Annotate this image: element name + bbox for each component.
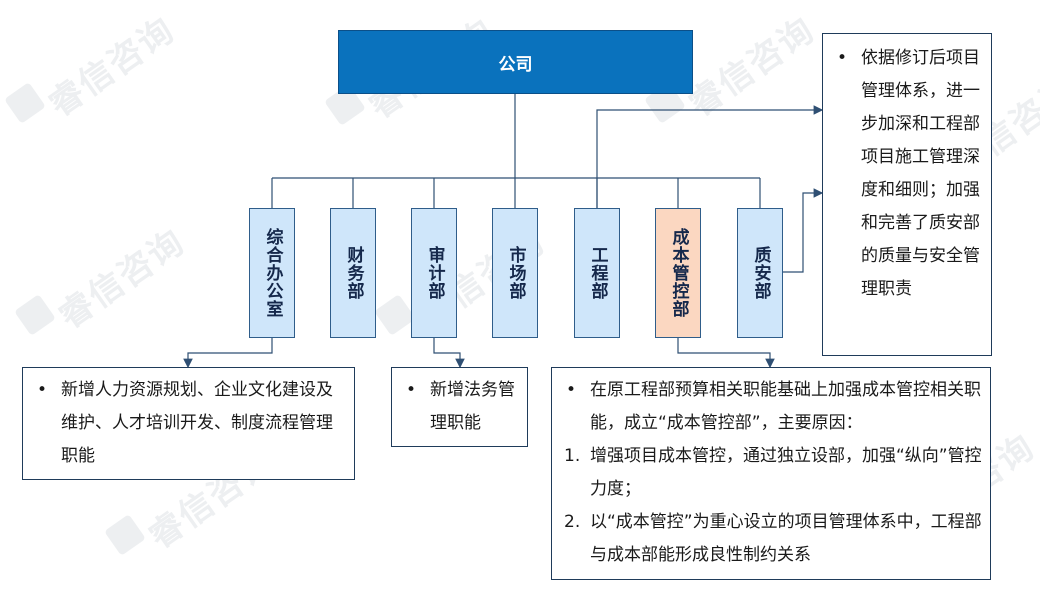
company-box: 公司 (338, 30, 693, 94)
note-numbered-item: 1. 增强项目成本管控，通过独立设部，加强“纵向”管控力度； (556, 440, 982, 506)
dept-cost-control: 成本管控部 (655, 208, 701, 338)
dept-label: 市场部 (505, 246, 526, 300)
dept-label: 财务部 (343, 246, 364, 300)
note-quality-safety: 依据修订后项目管理体系，进一步加深和工程部项目施工管理深度和细则；加强和完善了质… (822, 33, 992, 356)
dept-label: 质安部 (750, 246, 771, 300)
dept-label: 综合办公室 (262, 228, 283, 318)
note-bullet: 依据修订后项目管理体系，进一步加深和工程部项目施工管理深度和细则；加强和完善了质… (827, 42, 985, 306)
dept-admin: 综合办公室 (249, 208, 295, 338)
note-audit: 新增法务管理职能 (391, 367, 528, 447)
dept-audit: 审计部 (411, 208, 457, 338)
note-admin: 新增人力资源规划、企业文化建设及维护、人才培训开发、制度流程管理职能 (22, 367, 355, 480)
item-text: 增强项目成本管控，通过独立设部，加强“纵向”管控力度； (590, 446, 982, 499)
item-text: 以“成本管控”为重心设立的项目管理体系中，工程部与成本部能形成良性制约关系 (590, 512, 982, 565)
dept-label: 工程部 (587, 246, 608, 300)
dept-market: 市场部 (492, 208, 538, 338)
item-number: 1. (564, 446, 581, 466)
dept-label: 成本管控部 (668, 228, 689, 318)
dept-quality-safety: 质安部 (737, 208, 783, 338)
dept-label: 审计部 (424, 246, 445, 300)
dept-finance: 财务部 (330, 208, 376, 338)
item-number: 2. (564, 512, 581, 532)
note-numbered-item: 2. 以“成本管控”为重心设立的项目管理体系中，工程部与成本部能形成良性制约关系 (556, 506, 982, 572)
note-bullet: 新增人力资源规划、企业文化建设及维护、人才培训开发、制度流程管理职能 (27, 374, 346, 473)
note-cost-control: 在原工程部预算相关职能基础上加强成本管控相关职能，成立“成本管控部”，主要原因：… (551, 367, 991, 580)
note-bullet: 在原工程部预算相关职能基础上加强成本管控相关职能，成立“成本管控部”，主要原因： (556, 374, 982, 440)
note-bullet: 新增法务管理职能 (396, 374, 521, 440)
dept-engineering: 工程部 (574, 208, 620, 338)
